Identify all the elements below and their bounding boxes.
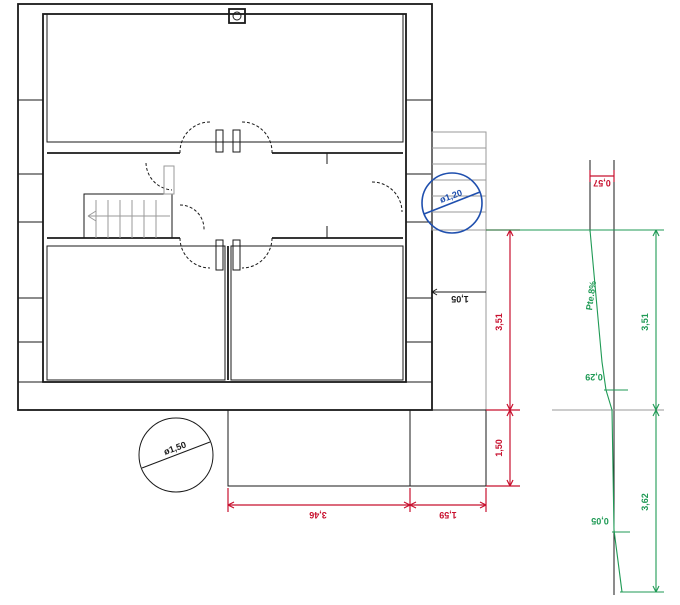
dimensions: 1,05 3,51 1,50 3,46 1,59	[227, 229, 520, 520]
profile-top-drop: 0,57	[593, 178, 611, 188]
turning-circle-entrance: ø1,20	[421, 172, 483, 234]
door-swings	[145, 121, 403, 269]
profile-step-lower: 0,05	[591, 516, 609, 526]
profile-length-lower: 3,62	[640, 493, 650, 511]
turning-circle-entrance-label: ø1,20	[438, 188, 463, 205]
turning-circle-outside: ø1,50	[138, 417, 214, 493]
profile-length-upper: 3,51	[640, 313, 650, 331]
terrace	[227, 409, 487, 487]
dim-ramp-width: 1,05	[451, 294, 469, 304]
profile-slope-label: Pte.8%	[584, 280, 598, 311]
profile-step-upper: 0,29	[585, 372, 603, 382]
ramp-profile: 0,57 Pte.8% 0,29 0,05 3,51 3,62	[486, 160, 664, 595]
turning-circle-outside-label: ø1,50	[162, 440, 187, 457]
dim-bottom-left: 3,46	[309, 510, 327, 520]
dim-vertical-lower: 1,50	[494, 439, 504, 457]
dim-vertical-upper: 3,51	[494, 313, 504, 331]
building-walls	[17, 3, 433, 411]
stair	[83, 165, 175, 239]
dim-bottom-right: 1,59	[439, 510, 457, 520]
